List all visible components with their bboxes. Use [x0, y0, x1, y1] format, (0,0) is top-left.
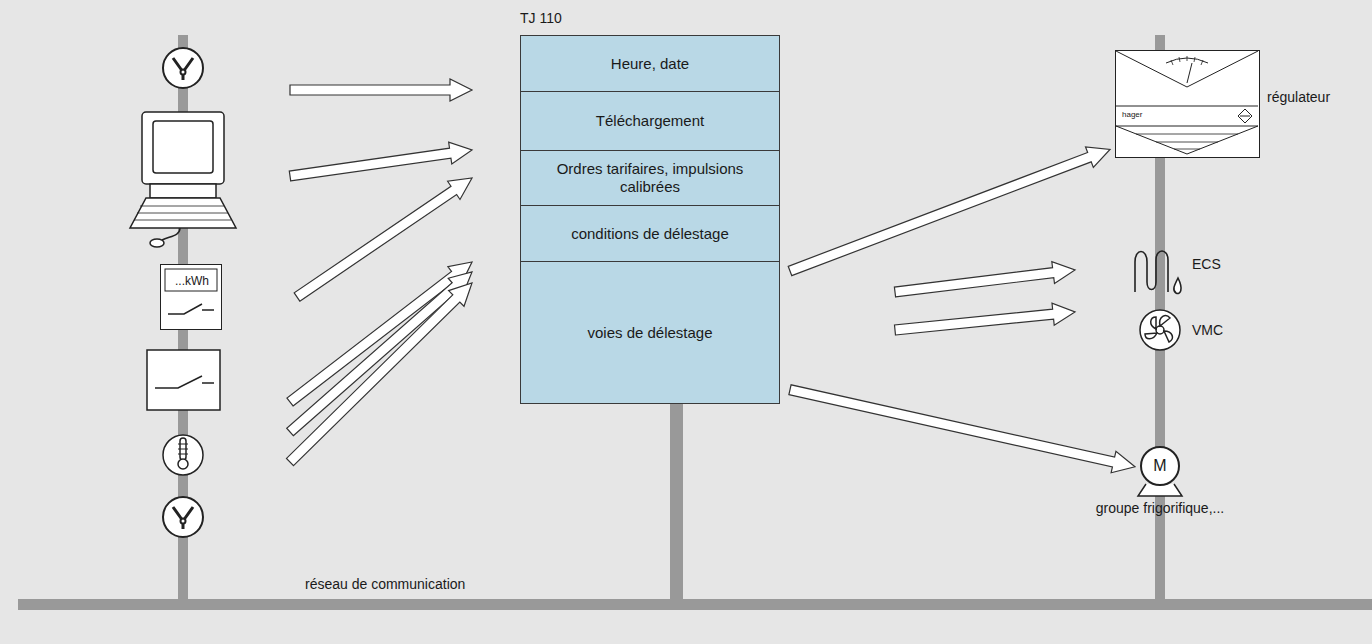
- signal-arrow: [294, 178, 472, 301]
- bus-bar: [18, 599, 1372, 610]
- signal-arrows: [286, 79, 1075, 466]
- device-label: régulateur: [1267, 89, 1330, 105]
- signal-arrow: [895, 303, 1075, 335]
- network-bars: [18, 35, 1372, 610]
- function-section: conditions de délestage: [520, 205, 780, 262]
- switch-icon: [147, 350, 220, 410]
- signal-arrow: [289, 142, 472, 181]
- water-heater-icon: [1135, 251, 1181, 293]
- device-label: groupe frigorifique,...: [1096, 500, 1224, 516]
- device-title: TJ 110: [520, 10, 562, 26]
- fan-icon: [1140, 310, 1180, 350]
- signal-arrow: [286, 283, 472, 466]
- section-label: Heure, date: [611, 55, 689, 73]
- function-section: Heure, date: [520, 35, 780, 92]
- computer-icon: [130, 112, 236, 247]
- section-label: Ordres tarifaires, impulsions calibrées: [533, 160, 767, 196]
- function-section: Téléchargement: [520, 91, 780, 151]
- signal-arrow: [788, 147, 1110, 276]
- section-label: Téléchargement: [596, 112, 704, 130]
- signal-arrow: [894, 262, 1075, 297]
- section-label: conditions de délestage: [571, 225, 729, 243]
- signal-arrow: [789, 385, 1135, 473]
- section-label: voies de délestage: [587, 324, 712, 342]
- device-label: ECS: [1192, 256, 1221, 272]
- signal-arrow: [290, 79, 472, 101]
- meter-contact-symbol: [160, 264, 222, 330]
- motor-circle: Mgroupe frigorifique,...: [1140, 446, 1180, 486]
- regulator-box: hagerrégulateur: [1115, 50, 1260, 158]
- clock-icon: [163, 48, 203, 88]
- thermostat-icon: [163, 435, 203, 475]
- device-label: VMC: [1192, 322, 1223, 338]
- bus-bar: [670, 400, 683, 605]
- network-label: réseau de communication: [305, 576, 465, 592]
- regulator-face: [1116, 51, 1258, 156]
- device-box: Heure, dateTéléchargementOrdres tarifair…: [520, 35, 780, 404]
- meter-box: ...kWh: [160, 264, 222, 330]
- motor-letter: M: [1142, 448, 1178, 484]
- meter-reading: ...kWh: [166, 271, 218, 291]
- function-section: voies de délestage: [520, 261, 780, 404]
- brand-label: hager: [1122, 110, 1142, 120]
- signal-arrow: [287, 272, 472, 436]
- function-section: Ordres tarifaires, impulsions calibrées: [520, 150, 780, 206]
- clock-icon: [163, 497, 203, 537]
